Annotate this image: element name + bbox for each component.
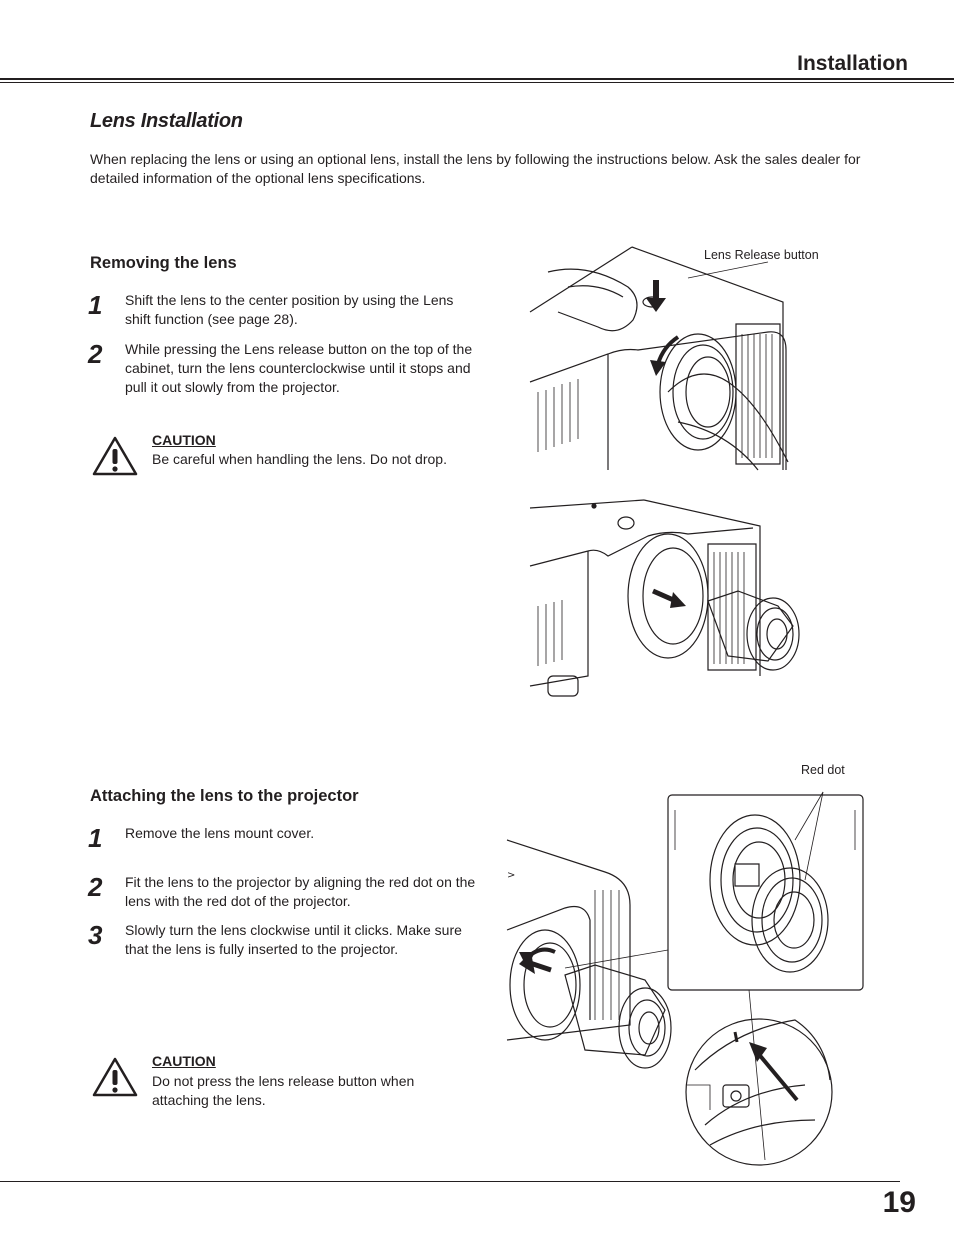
attaching-step-1-number: 1 <box>88 823 103 853</box>
caution-text: Be careful when handling the lens. Do no… <box>152 451 447 467</box>
page-number: 19 <box>882 1186 916 1219</box>
caution-text: Do not press the lens release button whe… <box>152 1073 415 1108</box>
removing-step-1-number: 1 <box>88 290 103 320</box>
attaching-step-3-text: Slowly turn the lens clockwise until it … <box>125 922 462 957</box>
attaching-step-1-text: Remove the lens mount cover. <box>125 825 315 841</box>
removing-step-2-number: 2 <box>88 339 103 369</box>
illustration-lens-removal <box>528 496 808 701</box>
intro-paragraph: When replacing the lens or using an opti… <box>90 151 861 186</box>
attaching-step-3-number: 3 <box>88 920 103 950</box>
header-rule-thin <box>0 82 954 83</box>
footer-rule <box>0 1181 900 1182</box>
removing-step-1-text: Shift the lens to the center position by… <box>125 292 454 327</box>
section-title: Lens Installation <box>90 110 243 132</box>
illustration-lens-release <box>528 242 838 470</box>
warning-icon <box>92 436 138 476</box>
caution-label: CAUTION <box>152 1053 216 1069</box>
illustration-lens-attach: > <box>505 780 865 1172</box>
attaching-step-2-number: 2 <box>88 872 103 902</box>
attaching-step-2-text: Fit the lens to the projector by alignin… <box>125 874 476 909</box>
removing-heading: Removing the lens <box>90 254 237 272</box>
lens-release-button-callout: Lens Release button <box>704 248 819 262</box>
caution-label: CAUTION <box>152 432 216 448</box>
warning-icon <box>92 1057 138 1097</box>
header-title: Installation <box>797 52 908 75</box>
red-dot-callout: Red dot <box>801 763 845 777</box>
header-rule <box>0 78 954 80</box>
attaching-heading: Attaching the lens to the projector <box>90 787 359 805</box>
removing-step-2-text: While pressing the Lens release button o… <box>125 341 473 395</box>
svg-text:>: > <box>507 870 515 881</box>
